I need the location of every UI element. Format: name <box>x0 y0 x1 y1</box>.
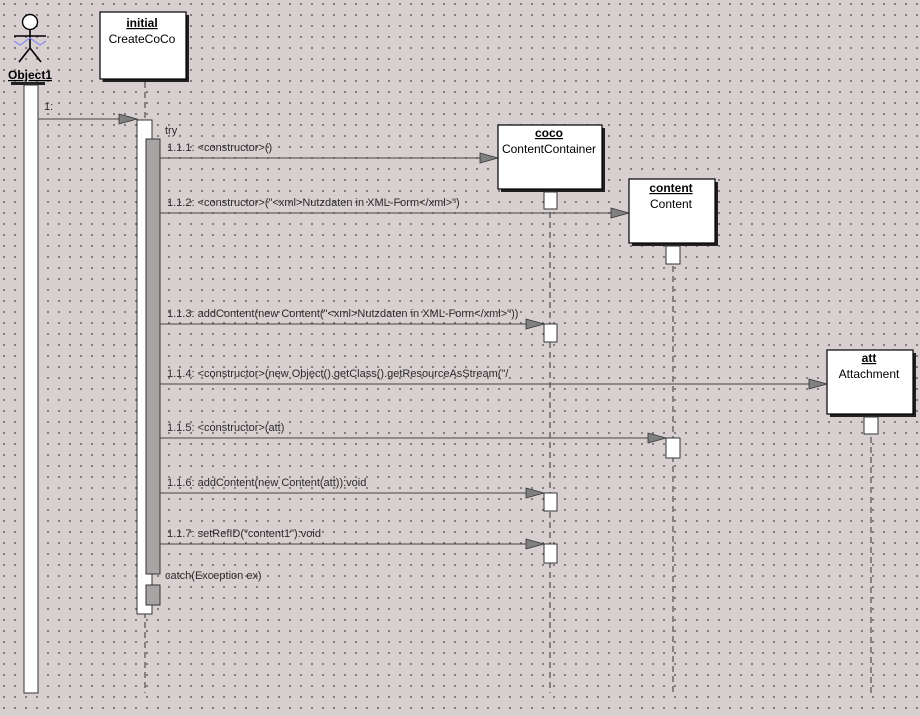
activation-coco-4[interactable] <box>543 543 558 564</box>
message-1-1-4[interactable]: 1.1.4: <constructor>(new Object().getCla… <box>160 368 829 390</box>
arrowhead-icon <box>525 318 546 330</box>
message-1-1-2[interactable]: 1.1.2: <constructor>("<xml>Nutzdaten in … <box>160 197 631 219</box>
object-class: ContentContainer <box>502 142 596 156</box>
activation-content-1[interactable] <box>665 245 681 265</box>
try-label: try <box>165 125 178 137</box>
catch-label: catch(Exception ex) <box>165 570 262 582</box>
activation-coco-3[interactable] <box>543 492 558 512</box>
object-class: CreateCoCo <box>109 32 176 46</box>
activation-try-block[interactable] <box>145 138 161 575</box>
activation-catch-block[interactable] <box>145 584 161 606</box>
object-name: content <box>649 181 692 195</box>
activation-coco-2[interactable] <box>543 323 558 343</box>
actor-activation-bar[interactable] <box>23 84 39 694</box>
arrowhead-icon <box>808 378 829 390</box>
object-content[interactable]: content Content <box>628 178 718 246</box>
actor-label: Object1 <box>8 68 52 82</box>
object-class: Content <box>650 197 693 211</box>
message-label: 1.1.7: setRefID("content1"):void <box>167 528 321 540</box>
object-initial[interactable]: initial CreateCoCo <box>99 11 189 82</box>
arrowhead-icon <box>525 487 546 499</box>
message-label: 1.1.1: <constructor>() <box>167 142 272 154</box>
object-name: att <box>862 351 877 365</box>
message-1-1-3[interactable]: 1.1.3: addContent(new Content("<xml>Nutz… <box>160 308 546 330</box>
activation-content-2[interactable] <box>665 437 681 459</box>
arrowhead-icon <box>479 152 500 164</box>
object-class: Attachment <box>839 367 900 381</box>
actor-underline-bar <box>11 82 45 85</box>
message-1-1-1[interactable]: 1.1.1: <constructor>() <box>160 142 500 164</box>
stick-figure-icon <box>13 13 47 63</box>
message-label: 1.1.6: addContent(new Content(att)):void <box>167 477 366 489</box>
message-1-1-5[interactable]: 1.1.5: <constructor>(att) <box>160 422 668 444</box>
activation-att-1[interactable] <box>863 416 879 435</box>
message-1[interactable]: 1: <box>38 101 139 125</box>
message-label: 1.1.3: addContent(new Content("<xml>Nutz… <box>167 308 518 320</box>
arrowhead-icon <box>118 113 139 125</box>
object-coco[interactable]: coco ContentContainer <box>497 124 605 192</box>
message-1-1-7[interactable]: 1.1.7: setRefID("content1"):void <box>160 528 546 550</box>
arrowhead-icon <box>647 432 668 444</box>
object-name: initial <box>126 16 157 30</box>
object-name: coco <box>535 126 563 140</box>
actor-object1[interactable]: Object1 <box>8 13 52 86</box>
message-1-1-6[interactable]: 1.1.6: addContent(new Content(att)):void <box>160 477 546 499</box>
message-label: 1: <box>44 101 53 113</box>
object-att[interactable]: att Attachment <box>826 349 916 417</box>
arrowhead-icon <box>525 538 546 550</box>
message-label: 1.1.2: <constructor>("<xml>Nutzdaten in … <box>167 197 460 209</box>
message-label: 1.1.4: <constructor>(new Object().getCla… <box>167 368 509 380</box>
message-label: 1.1.5: <constructor>(att) <box>167 422 284 434</box>
activation-coco-1[interactable] <box>543 191 558 210</box>
arrowhead-icon <box>610 207 631 219</box>
